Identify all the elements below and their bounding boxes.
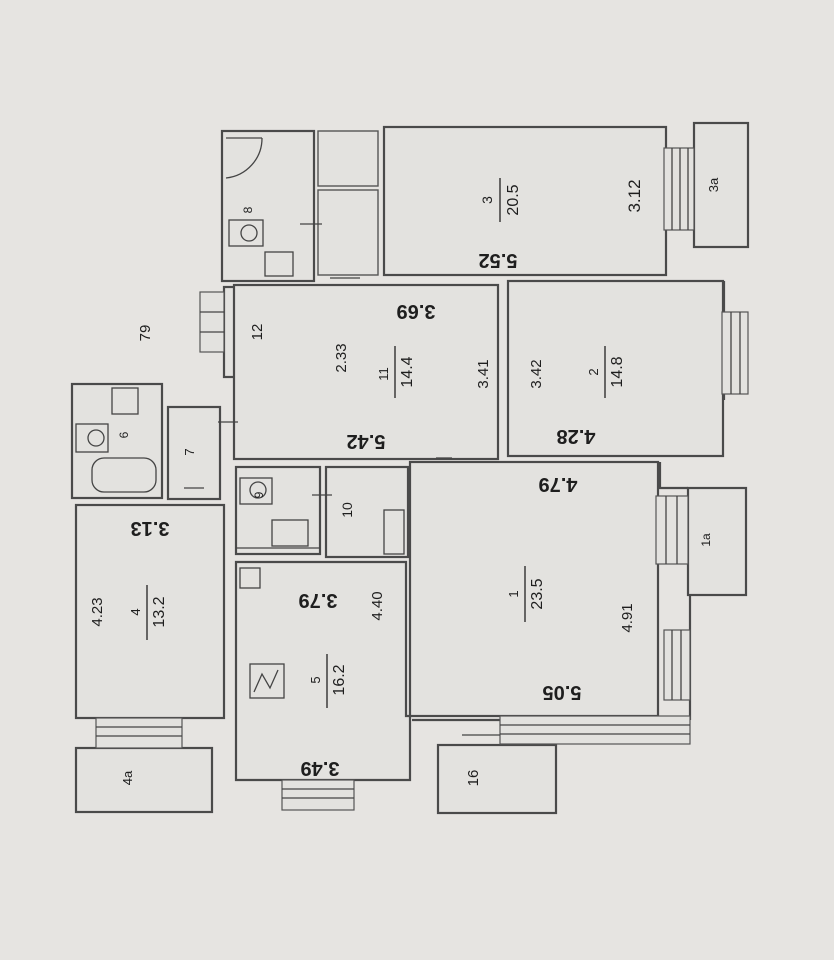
room-3 [382,125,668,277]
room-7 [166,405,222,501]
room-16-number: 16 [465,770,482,787]
dim-5-52: 5.52 [479,249,518,271]
dim-4-28: 4.28 [557,425,596,447]
window-room-4 [95,717,183,749]
dim-4-91: 4.91 [619,603,636,632]
window-room-1 [655,495,689,565]
dim-3-79: 3.79 [299,589,338,611]
balcony-4a [74,746,214,814]
room-16 [436,743,558,815]
toilet-icon-9 [239,477,273,505]
sink-icon [264,251,294,277]
room-9 [234,465,322,556]
room-10-number: 10 [339,502,355,518]
dim-3-69: 3.69 [397,300,436,322]
door-marks [184,223,500,736]
dim-3-13: 3.13 [131,517,170,539]
door-arc-icon [225,137,263,179]
window-room-5 [281,779,355,811]
room-3-area: 20.5 [505,184,522,215]
dim-4-40: 4.40 [369,591,386,620]
sink-icon-9 [271,519,309,547]
room-1-number: 1 [506,590,521,597]
room-11-area: 14.4 [399,356,416,387]
room-4-number: 4 [128,608,143,615]
room-8-number: 8 [241,206,255,213]
closet-upper [317,130,379,187]
window-room-1-south [499,715,691,745]
labels: 79 3 20.5 5.52 3.12 3a 8 12 3.69 2.33 11… [89,177,721,786]
balcony-3a-label: 3a [706,177,721,192]
label-79: 79 [137,325,154,342]
balcony-4a-label: 4a [120,770,135,785]
room-12-number: 12 [249,324,266,341]
room-8 [220,129,316,283]
room-7-number: 7 [182,448,197,455]
dim-3-49: 3.49 [301,757,340,779]
window-room-3 [663,147,695,231]
room-10 [324,465,410,559]
shower-icon [383,509,405,555]
room-4 [74,503,226,720]
room-2-number: 2 [586,368,601,375]
room-1 [408,460,660,718]
walls [70,121,750,815]
room-11 [232,283,500,461]
room-5-number: 5 [308,676,323,683]
dim-3-42: 3.42 [528,359,545,388]
dim-4-23: 4.23 [89,597,106,626]
room-4-area: 13.2 [151,596,168,627]
toilet-icon-6 [75,423,109,453]
dim-3-12: 3.12 [625,179,644,212]
room-5-area: 16.2 [331,664,348,695]
room-2 [506,279,725,458]
room-6 [70,382,164,500]
room-6-number: 6 [117,431,131,438]
sink-icon-6 [111,387,139,415]
balcony-1a [686,486,748,597]
dim-4-79: 4.79 [539,473,578,495]
stove-icon [249,663,285,699]
room-2-area: 14.8 [609,356,626,387]
room-11-number: 11 [376,367,391,381]
bathtub-icon [91,457,157,493]
dim-3-41: 3.41 [475,359,492,388]
window-room-1-east [663,629,691,701]
room-3-number: 3 [479,196,495,204]
balcony-1a-label: 1a [699,533,713,547]
room-5 [234,560,412,782]
room-1-area: 23.5 [529,578,546,609]
fixtures [75,137,405,699]
toilet-icon [228,219,264,247]
balcony-3a [692,121,750,249]
window-room-12 [199,291,225,353]
dim-2-33: 2.33 [333,343,350,372]
closet-lower [317,189,379,276]
dim-5-05: 5.05 [543,681,582,703]
window-room-2 [721,311,749,395]
dim-5-42: 5.42 [347,430,386,452]
room-9-number: 9 [252,491,266,498]
windows [95,147,749,811]
